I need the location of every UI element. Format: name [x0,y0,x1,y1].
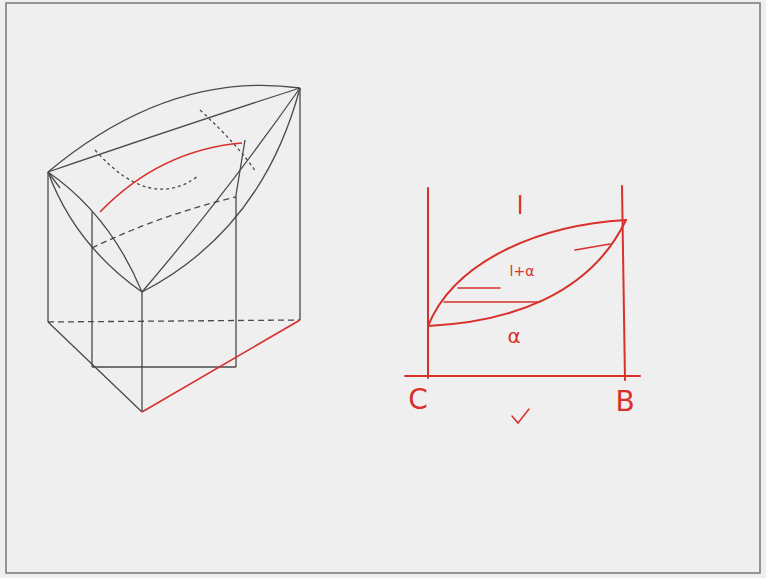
axis-line [405,375,640,377]
tie-line [458,287,500,289]
phase-label: l [516,194,525,218]
tie-line [444,301,540,303]
prism-edge [141,292,142,412]
section-curve [100,143,242,212]
section-edge [91,212,92,367]
base-edge-highlight [142,320,300,412]
liquidus-curve [428,220,626,326]
component-label: C [407,386,429,414]
section-edge [236,140,245,195]
hidden-curve [92,197,236,248]
tick-line [48,172,60,188]
dotted-curve [200,110,256,172]
component-label: B [614,388,635,416]
tie-line [575,244,610,250]
ternary-prism [48,85,300,412]
section-highlight [100,143,300,412]
solidus-curve [142,88,300,292]
frame [6,3,760,573]
hidden-edge [48,320,300,322]
section-edge [92,366,236,367]
section-edge [235,195,236,367]
solidus-curve [48,172,142,292]
check-mark [512,409,529,423]
phase-label: l+α [509,264,536,278]
phase-label: α [506,326,521,346]
liquidus-curve [48,172,142,292]
axis-line [427,188,429,378]
binary-diagram [405,186,640,423]
axis-line [622,186,625,380]
prism-edge [299,88,300,320]
prism-edge [47,172,48,322]
liquidus-curve [142,88,300,292]
solidus-curve [428,220,626,326]
